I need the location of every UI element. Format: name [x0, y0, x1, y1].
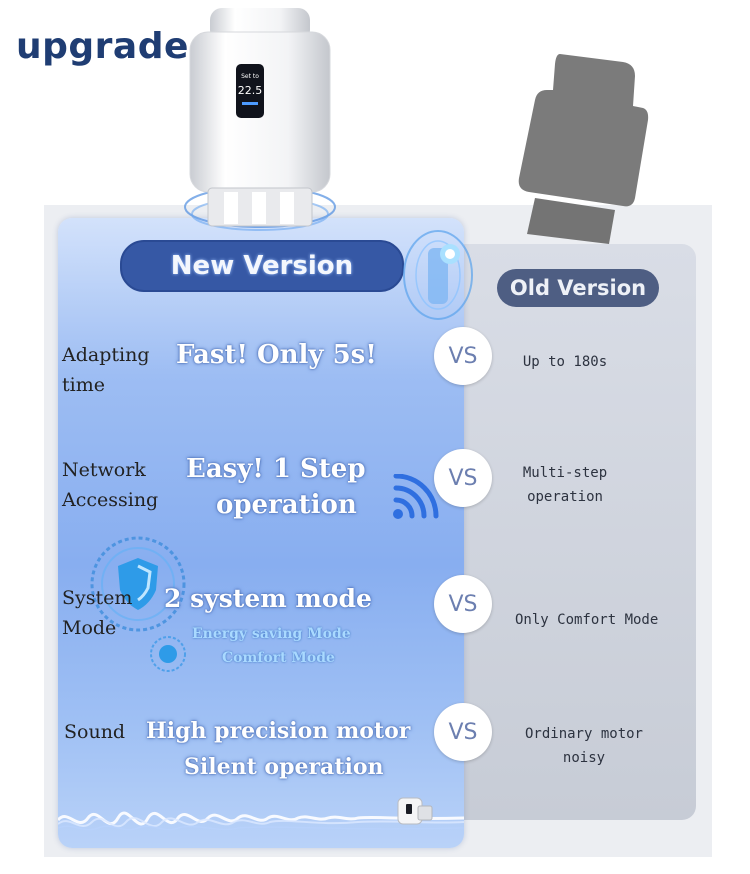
mode-energy-saving: Energy saving Mode: [192, 626, 351, 642]
new-claim-network-1: Easy! 1 Step: [186, 454, 366, 484]
mini-thermostat-icon: [397, 797, 433, 825]
old-version-label: Old Version: [509, 276, 647, 300]
page-title: upgrade: [16, 26, 189, 67]
row-label-adapting-time: Adapting time: [62, 344, 150, 396]
shield-mode-icon: [90, 536, 186, 632]
device-display-line2: 22.5: [238, 84, 263, 97]
vs-badge-4: VS: [434, 703, 492, 761]
row-label-sound: Sound: [64, 721, 126, 743]
thermostat-new-device: Set to 22.5: [184, 8, 336, 231]
new-claim-network-2: operation: [216, 490, 357, 520]
row-label-system-mode: System Mode: [62, 587, 133, 639]
vs-label: VS: [448, 465, 478, 491]
vs-badge-2: VS: [434, 449, 492, 507]
device-display-line1: Set to: [241, 73, 259, 80]
new-version-badge: New Version: [120, 240, 404, 292]
old-value-sound: Ordinary motor noisy: [524, 726, 643, 766]
vs-label: VS: [448, 343, 478, 369]
new-version-card: [58, 218, 464, 848]
new-claim-sound-1: High precision motor: [146, 718, 411, 744]
mode-comfort: Comfort Mode: [222, 650, 335, 666]
small-mode-icon: [150, 636, 186, 672]
motor-graphic: [403, 230, 473, 320]
old-version-badge: Old Version: [497, 269, 659, 307]
vs-label: VS: [448, 591, 478, 617]
thermostat-old-device: [518, 54, 649, 244]
old-value-system-mode: Only Comfort Mode: [515, 612, 659, 628]
sound-wave-icon: [58, 811, 464, 831]
vs-label: VS: [448, 719, 478, 745]
new-claim-system-mode: 2 system mode: [164, 584, 372, 613]
new-version-label: New Version: [170, 251, 354, 281]
vs-badge-1: VS: [434, 327, 492, 385]
row-label-network: Network Accessing: [62, 459, 159, 511]
wifi-icon: [393, 474, 439, 519]
old-value-network: Multi-step operation: [522, 465, 608, 505]
vs-badge-3: VS: [434, 575, 492, 633]
new-claim-sound-2: Silent operation: [184, 754, 384, 780]
old-value-adapting: Up to 180s: [522, 354, 608, 370]
new-claim-adapting: Fast! Only 5s!: [176, 340, 377, 370]
